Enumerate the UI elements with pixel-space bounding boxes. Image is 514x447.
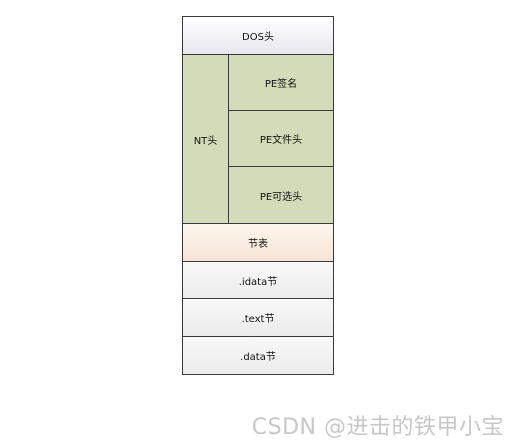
dos-header-label: DOS头: [242, 32, 274, 43]
watermark-text: CSDN @进击的铁甲小宝: [251, 415, 504, 440]
idata-section-label: .idata节: [238, 276, 278, 288]
pe-signature-block: PE签名: [228, 54, 334, 111]
pe-signature-label: PE签名: [264, 79, 298, 90]
idata-section-block: .idata节: [182, 261, 334, 299]
dos-header-block: DOS头: [182, 16, 334, 55]
data-section-block: .data节: [182, 336, 334, 375]
pe-optional-header-block: PE可选头: [228, 166, 334, 224]
pe-optional-header-label: PE可选头: [259, 191, 303, 203]
pe-file-header-label: PE文件头: [259, 135, 303, 146]
text-section-block: .text节: [182, 298, 334, 337]
section-table-label: 节表: [248, 239, 268, 250]
pe-file-header-block: PE文件头: [228, 110, 334, 167]
nt-header-label: NT头: [193, 135, 218, 147]
nt-header-block: NT头: [182, 54, 229, 224]
section-table-block: 节表: [182, 223, 334, 262]
data-section-label: .data节: [240, 352, 276, 363]
text-section-label: .text节: [241, 314, 275, 325]
pe-structure-diagram: DOS头 NT头 PE签名 PE文件头 PE可选头 节表 .idata节 .te…: [182, 16, 334, 375]
